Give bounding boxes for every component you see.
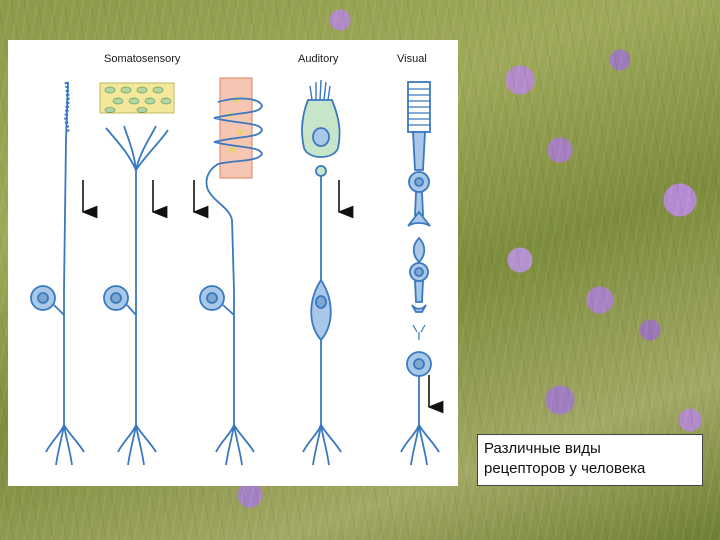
caption-box: Различные виды рецепторов у человека (477, 434, 703, 486)
heading-auditory: Auditory (298, 53, 339, 65)
neuron-auditory-hair-cell (301, 79, 342, 466)
heading-visual: Visual (397, 53, 427, 65)
neuron-skin-receptor (99, 82, 175, 466)
caption-line-2: рецепторов у человека (484, 460, 646, 477)
receptor-diagram-panel: Somatosensory Auditory Visual (8, 40, 458, 486)
receptor-neurons-diagram (30, 77, 444, 466)
neuron-free-nerve-ending (30, 81, 85, 466)
caption-line-1: Различные виды (484, 440, 601, 457)
neuron-visual-photoreceptor (400, 81, 440, 466)
heading-somatosensory: Somatosensory (104, 53, 181, 65)
neuron-hair-follicle-receptor (199, 77, 263, 466)
